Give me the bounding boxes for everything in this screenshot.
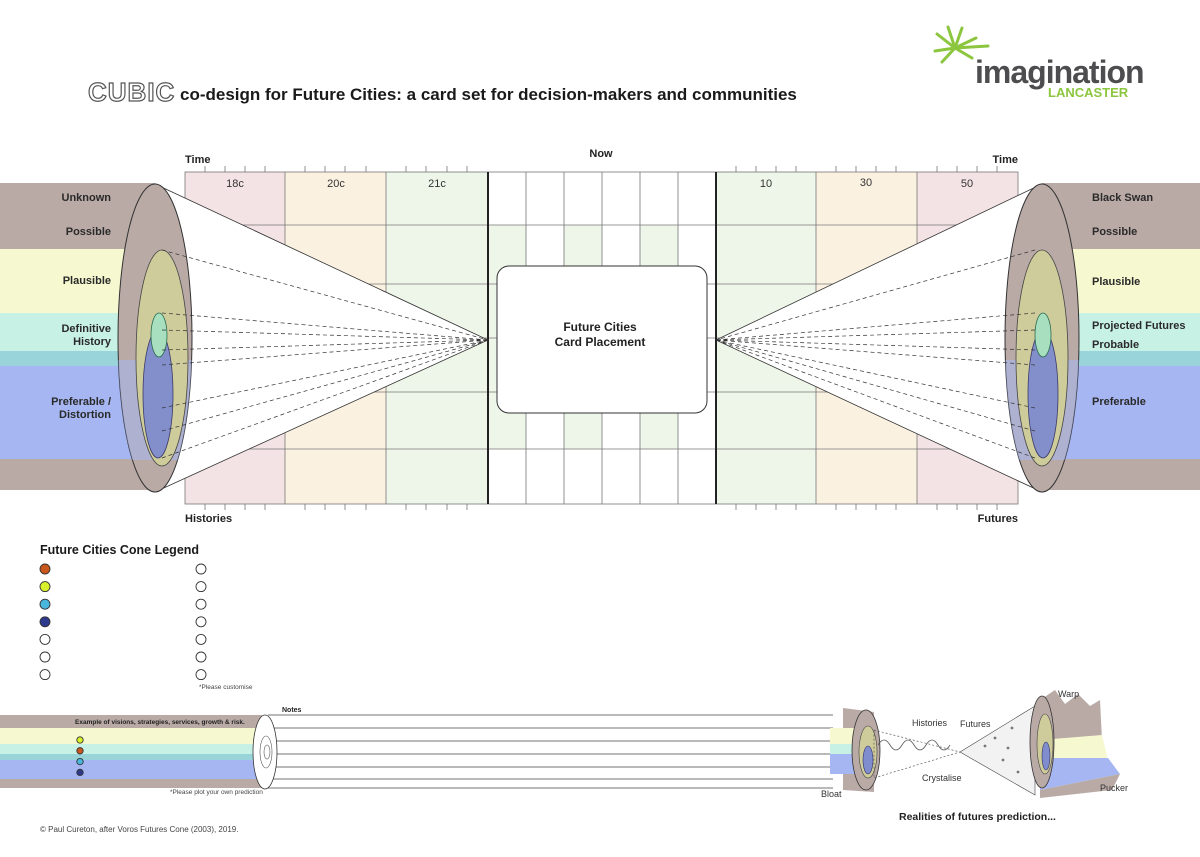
realities-futures-label: Futures (960, 719, 991, 729)
legend-swatch-b-7 (195, 669, 207, 681)
left-band-plausible: Plausible (63, 275, 111, 287)
header: CUBIC co-design for Future Cities: a car… (87, 76, 797, 107)
futures-label: Futures (978, 513, 1018, 525)
legend-swatch-b-2 (195, 581, 207, 593)
column-label-past-1: 18c (226, 178, 244, 190)
legend-swatch-a-3 (39, 598, 51, 610)
legend-swatch-b-6 (195, 651, 207, 663)
histories-label: Histories (185, 513, 232, 525)
notes-strip: Example of visions, strategies, services… (0, 707, 833, 796)
notes-strip-dot-3 (76, 757, 84, 766)
now-label: Now (589, 148, 613, 160)
card-placement-subtitle: Card Placement (555, 335, 646, 349)
realities-caption: Realities of futures prediction... (899, 811, 1056, 823)
spark-icon (933, 25, 990, 64)
notes-strip-dots (76, 736, 84, 777)
left-band-unknown: Unknown (62, 192, 112, 204)
right-band-labels: Black Swan Possible Plausible Projected … (1092, 192, 1186, 408)
right-band-projected-futures: Projected Futures (1092, 320, 1186, 332)
notes-strip-heading: Example of visions, strategies, services… (75, 719, 245, 726)
left-band-history: History (73, 336, 112, 348)
realities-crystalise-label: Crystalise (922, 773, 962, 783)
legend-swatch-b-3 (195, 598, 207, 610)
cubic-logo-word: CUBIC (88, 77, 175, 107)
time-label-left: Time (185, 154, 210, 166)
column-label-future-2: 30 (860, 177, 872, 189)
axis-labels: Time Now Time Histories Futures (185, 148, 1018, 525)
left-band-definitive: Definitive (61, 323, 111, 335)
legend-column-2 (195, 563, 207, 681)
legend-swatch-b-4 (195, 616, 207, 628)
plot-prediction-note: *Please plot your own prediction (170, 789, 263, 796)
left-band-possible: Possible (66, 226, 111, 238)
legend-column-1 (39, 563, 51, 681)
notes-strip-dot-2 (76, 747, 84, 755)
column-label-past-3: 21c (428, 178, 446, 190)
legend-swatch-a-1 (39, 563, 51, 575)
legend-swatch-b-5 (195, 633, 207, 645)
notes-strip-dot-1 (76, 736, 84, 744)
column-label-past-2: 20c (327, 178, 345, 190)
brand-word: imagination (975, 54, 1144, 90)
legend-swatch-a-4 (39, 616, 51, 628)
right-band-preferable: Preferable (1092, 396, 1146, 408)
column-label-future-3: 50 (961, 178, 973, 190)
legend-swatch-a-6 (39, 651, 51, 663)
left-band-labels: Unknown Possible Plausible Definitive Hi… (51, 192, 112, 421)
legend-swatch-b-1 (195, 563, 207, 575)
legend-swatch-a-7 (39, 669, 51, 681)
brand-subtitle: LANCASTER (1048, 85, 1129, 100)
left-band-distortion: Distortion (59, 409, 111, 421)
realities-histories-label: Histories (912, 718, 948, 728)
column-label-future-1: 10 (760, 178, 772, 190)
left-cone (117, 183, 489, 493)
realities-pucker-label: Pucker (1100, 783, 1128, 793)
realities-bloat-label: Bloat (821, 789, 842, 799)
right-band-plausible: Plausible (1092, 276, 1140, 288)
brand-logo: imagination LANCASTER (933, 25, 1145, 100)
legend-customise-note: *Please customise (199, 684, 253, 691)
cone-legend: Future Cities Cone Legend *Please custom… (39, 543, 253, 691)
legend-swatch-a-2 (39, 581, 51, 593)
notes-label: Notes (282, 707, 302, 714)
legend-title: Future Cities Cone Legend (40, 543, 199, 557)
copyright-footer: © Paul Cureton, after Voros Futures Cone… (40, 825, 238, 834)
notes-strip-dot-4 (76, 768, 84, 777)
card-placement-area[interactable]: Future Cities Card Placement (496, 265, 708, 414)
realities-illustration: Histories Futures Warp Crystalise Bloat … (821, 689, 1128, 823)
card-placement-title: Future Cities (563, 320, 637, 334)
right-band-probable: Probable (1092, 339, 1139, 351)
right-band-black-swan: Black Swan (1092, 192, 1153, 204)
realities-warp-label: Warp (1058, 689, 1079, 699)
page-title: co-design for Future Cities: a card set … (180, 85, 797, 104)
column-labels: 18c 20c 21c 10 30 50 (226, 177, 973, 190)
time-label-right: Time (993, 154, 1018, 166)
right-cone (715, 183, 1080, 493)
right-band-possible: Possible (1092, 226, 1137, 238)
left-band-preferable: Preferable / (51, 396, 111, 408)
legend-swatch-a-5 (39, 633, 51, 645)
